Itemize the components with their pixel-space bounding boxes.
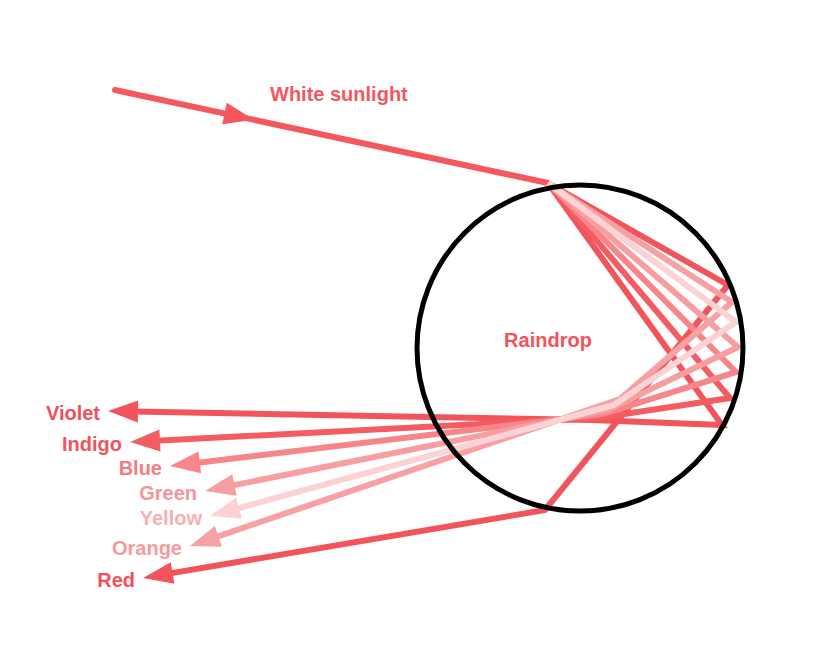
ray-arrowhead (210, 497, 242, 518)
ray-label: White sunlight (270, 83, 408, 105)
ray-arrowhead (130, 429, 161, 451)
dispersed-ray (235, 183, 736, 509)
node-label: Raindrop (504, 329, 592, 352)
raindrop-outline (417, 185, 743, 511)
color-label: Blue (119, 457, 162, 479)
color-label: Indigo (62, 433, 122, 455)
color-label: Red (97, 569, 135, 591)
color-label: Violet (46, 402, 100, 424)
ray-arrowhead (170, 452, 201, 474)
ray-arrowhead (205, 474, 237, 496)
ray-arrowhead (108, 401, 138, 423)
ray-arrowhead (222, 103, 254, 125)
color-label: Green (139, 482, 197, 504)
dispersed-ray (196, 183, 736, 463)
color-label: Orange (112, 537, 182, 559)
ray-arrowhead (190, 526, 222, 547)
raindrop-circle: Raindrop (414, 182, 746, 514)
dispersed-ray (215, 183, 732, 538)
color-label: Yellow (140, 507, 202, 529)
ray-arrowhead (143, 562, 174, 584)
